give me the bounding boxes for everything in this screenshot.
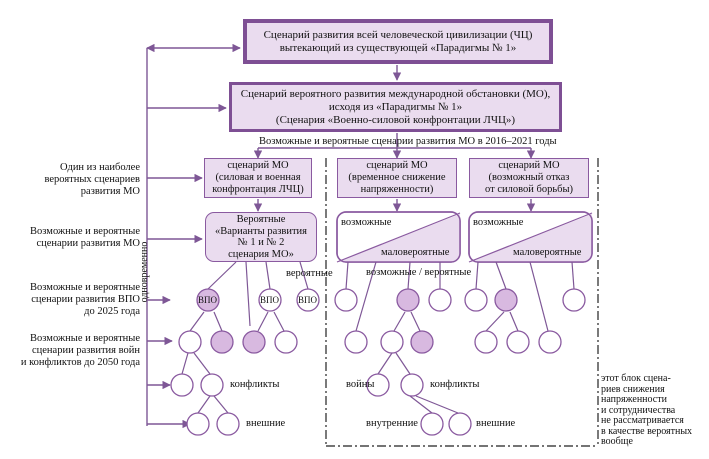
conflicts-label: конфликты [230, 379, 280, 390]
mo-scenario-box: Сценарий вероятного развития международн… [229, 82, 562, 132]
split-box-middle [336, 211, 461, 263]
box-line: (временное снижение [348, 172, 446, 183]
row-label-vpo-scenarios: Возможные и вероятные сценарии развития … [10, 282, 140, 318]
vpo-label: ВПО [260, 295, 280, 305]
box-line: конфронтация ЛЧЦ) [212, 184, 304, 195]
note-line: риев снижения [601, 383, 665, 395]
tree-node [200, 373, 224, 397]
label-line: Возможные и вероятные [30, 226, 140, 237]
row-label-mo-scenarios: Возможные и вероятные сценарии развития … [10, 226, 140, 250]
tree-node [428, 288, 452, 312]
tree-node [296, 288, 320, 312]
wars-label: войны [346, 379, 375, 390]
external-label: внешние [476, 418, 516, 429]
box-line: сценарий МО [498, 160, 560, 171]
label-line: сценарии развития ВПО [31, 294, 140, 305]
tree-nodes [170, 288, 586, 436]
box-line: (силовая и военная [215, 172, 301, 183]
split-box-right [468, 211, 593, 263]
vpo-label: ВПО [198, 295, 218, 305]
tree-node [344, 330, 368, 354]
simultaneous-label: одновременно [139, 241, 150, 303]
tree-node [474, 330, 498, 354]
external-label: внешние [246, 418, 286, 429]
box-line: № 1 и № 2 [237, 237, 285, 248]
note-line: и сотрудничества [601, 404, 676, 416]
note-line: в качестве вероятных [601, 425, 693, 437]
tree-node [396, 288, 420, 312]
tree-node [380, 330, 404, 354]
box-line: напряженности) [360, 184, 434, 195]
probable-label: вероятные [286, 268, 333, 279]
label-line: вероятных сценариев [44, 174, 140, 185]
box-line: сценария МО» [228, 248, 294, 260]
label-line: сценарии развития МО [36, 238, 140, 249]
row-label-war-scenarios: Возможные и вероятные сценарии развития … [4, 333, 140, 369]
row-label-most-probable: Один из наиболее вероятных сценариев раз… [10, 162, 140, 198]
tree-edges [181, 261, 575, 414]
box-line: Сценарий развития всей человеческой циви… [263, 28, 533, 41]
split-label-unlikely: маловероятные [381, 247, 450, 258]
tree-node [274, 330, 298, 354]
scenario-box-detente: сценарий МО (временное снижение напряжен… [337, 158, 457, 198]
tree-node [258, 288, 282, 312]
tree-node [242, 330, 266, 354]
top-connectors [253, 65, 536, 212]
split-label-possible: возможные [341, 217, 392, 228]
tree-node [210, 330, 234, 354]
label-line: Возможные и вероятные [30, 333, 140, 344]
tree-node [170, 373, 194, 397]
box-line: от силовой борьбы) [485, 184, 573, 195]
separator-lines [325, 158, 599, 447]
box-line: Сценарий вероятного развития международн… [240, 87, 551, 100]
label-line: до 2025 года [84, 306, 140, 317]
left-bracket [146, 43, 241, 429]
tree-node [464, 288, 488, 312]
split-label-unlikely: маловероятные [513, 247, 582, 258]
tree-node [178, 330, 202, 354]
note-line: напряженности [601, 394, 667, 405]
scenario-box-confrontation: сценарий МО (силовая и военная конфронта… [204, 158, 312, 198]
box-line: Вероятные [236, 214, 286, 225]
label-line: развития МО [80, 186, 140, 197]
tree-node [448, 412, 472, 436]
note-line: не рассматривается [601, 415, 684, 426]
label-line: Возможные и вероятные [30, 282, 140, 293]
box-line: (возможный отказ [488, 172, 570, 183]
note-line: вообще [601, 436, 633, 447]
tree-node [366, 373, 390, 397]
vpo-label: ВПО [298, 295, 318, 305]
box-line: (Сценария «Военно-силовой конфронтации Л… [275, 113, 516, 126]
box-line: вытекающий из существующей «Парадигмы № … [279, 41, 517, 54]
box-line: «Варианты развития [214, 225, 307, 237]
box-line: сценарий МО [227, 160, 289, 171]
scenario-box-renunciation: сценарий МО (возможный отказ от силовой … [469, 158, 589, 198]
tree-node [334, 288, 358, 312]
box-line: сценарий МО [366, 160, 428, 171]
period-label: Возможные и вероятные сценарии развития … [259, 136, 557, 147]
tree-node [506, 330, 530, 354]
label-line: сценарии развития войн [31, 345, 140, 356]
internal-label: внутренние [366, 418, 418, 429]
tree-node [562, 288, 586, 312]
conflicts-label: конфликты [430, 379, 480, 390]
possible-probable-label: возможные / вероятные [366, 267, 472, 278]
tree-node [420, 412, 444, 436]
label-line: Один из наиболее [60, 162, 140, 173]
note-line: этот блок сцена- [601, 373, 671, 384]
split-label-possible: возможные [473, 217, 524, 228]
label-line: и конфликтов до 2050 года [20, 357, 140, 368]
variants-box: Вероятные «Варианты развития № 1 и № 2 с… [205, 212, 317, 262]
box-line: исходя из «Парадигмы № 1» [328, 100, 463, 113]
tree-node [410, 330, 434, 354]
tree-node [196, 288, 220, 312]
tree-node [216, 412, 240, 436]
exclusion-note: этот блок сцена- риев снижения напряженн… [601, 373, 693, 448]
tree-node [186, 412, 210, 436]
tree-node [494, 288, 518, 312]
tree-node [400, 373, 424, 397]
tree-node [538, 330, 562, 354]
civilization-scenario-box: Сценарий развития всей человеческой циви… [243, 19, 553, 64]
